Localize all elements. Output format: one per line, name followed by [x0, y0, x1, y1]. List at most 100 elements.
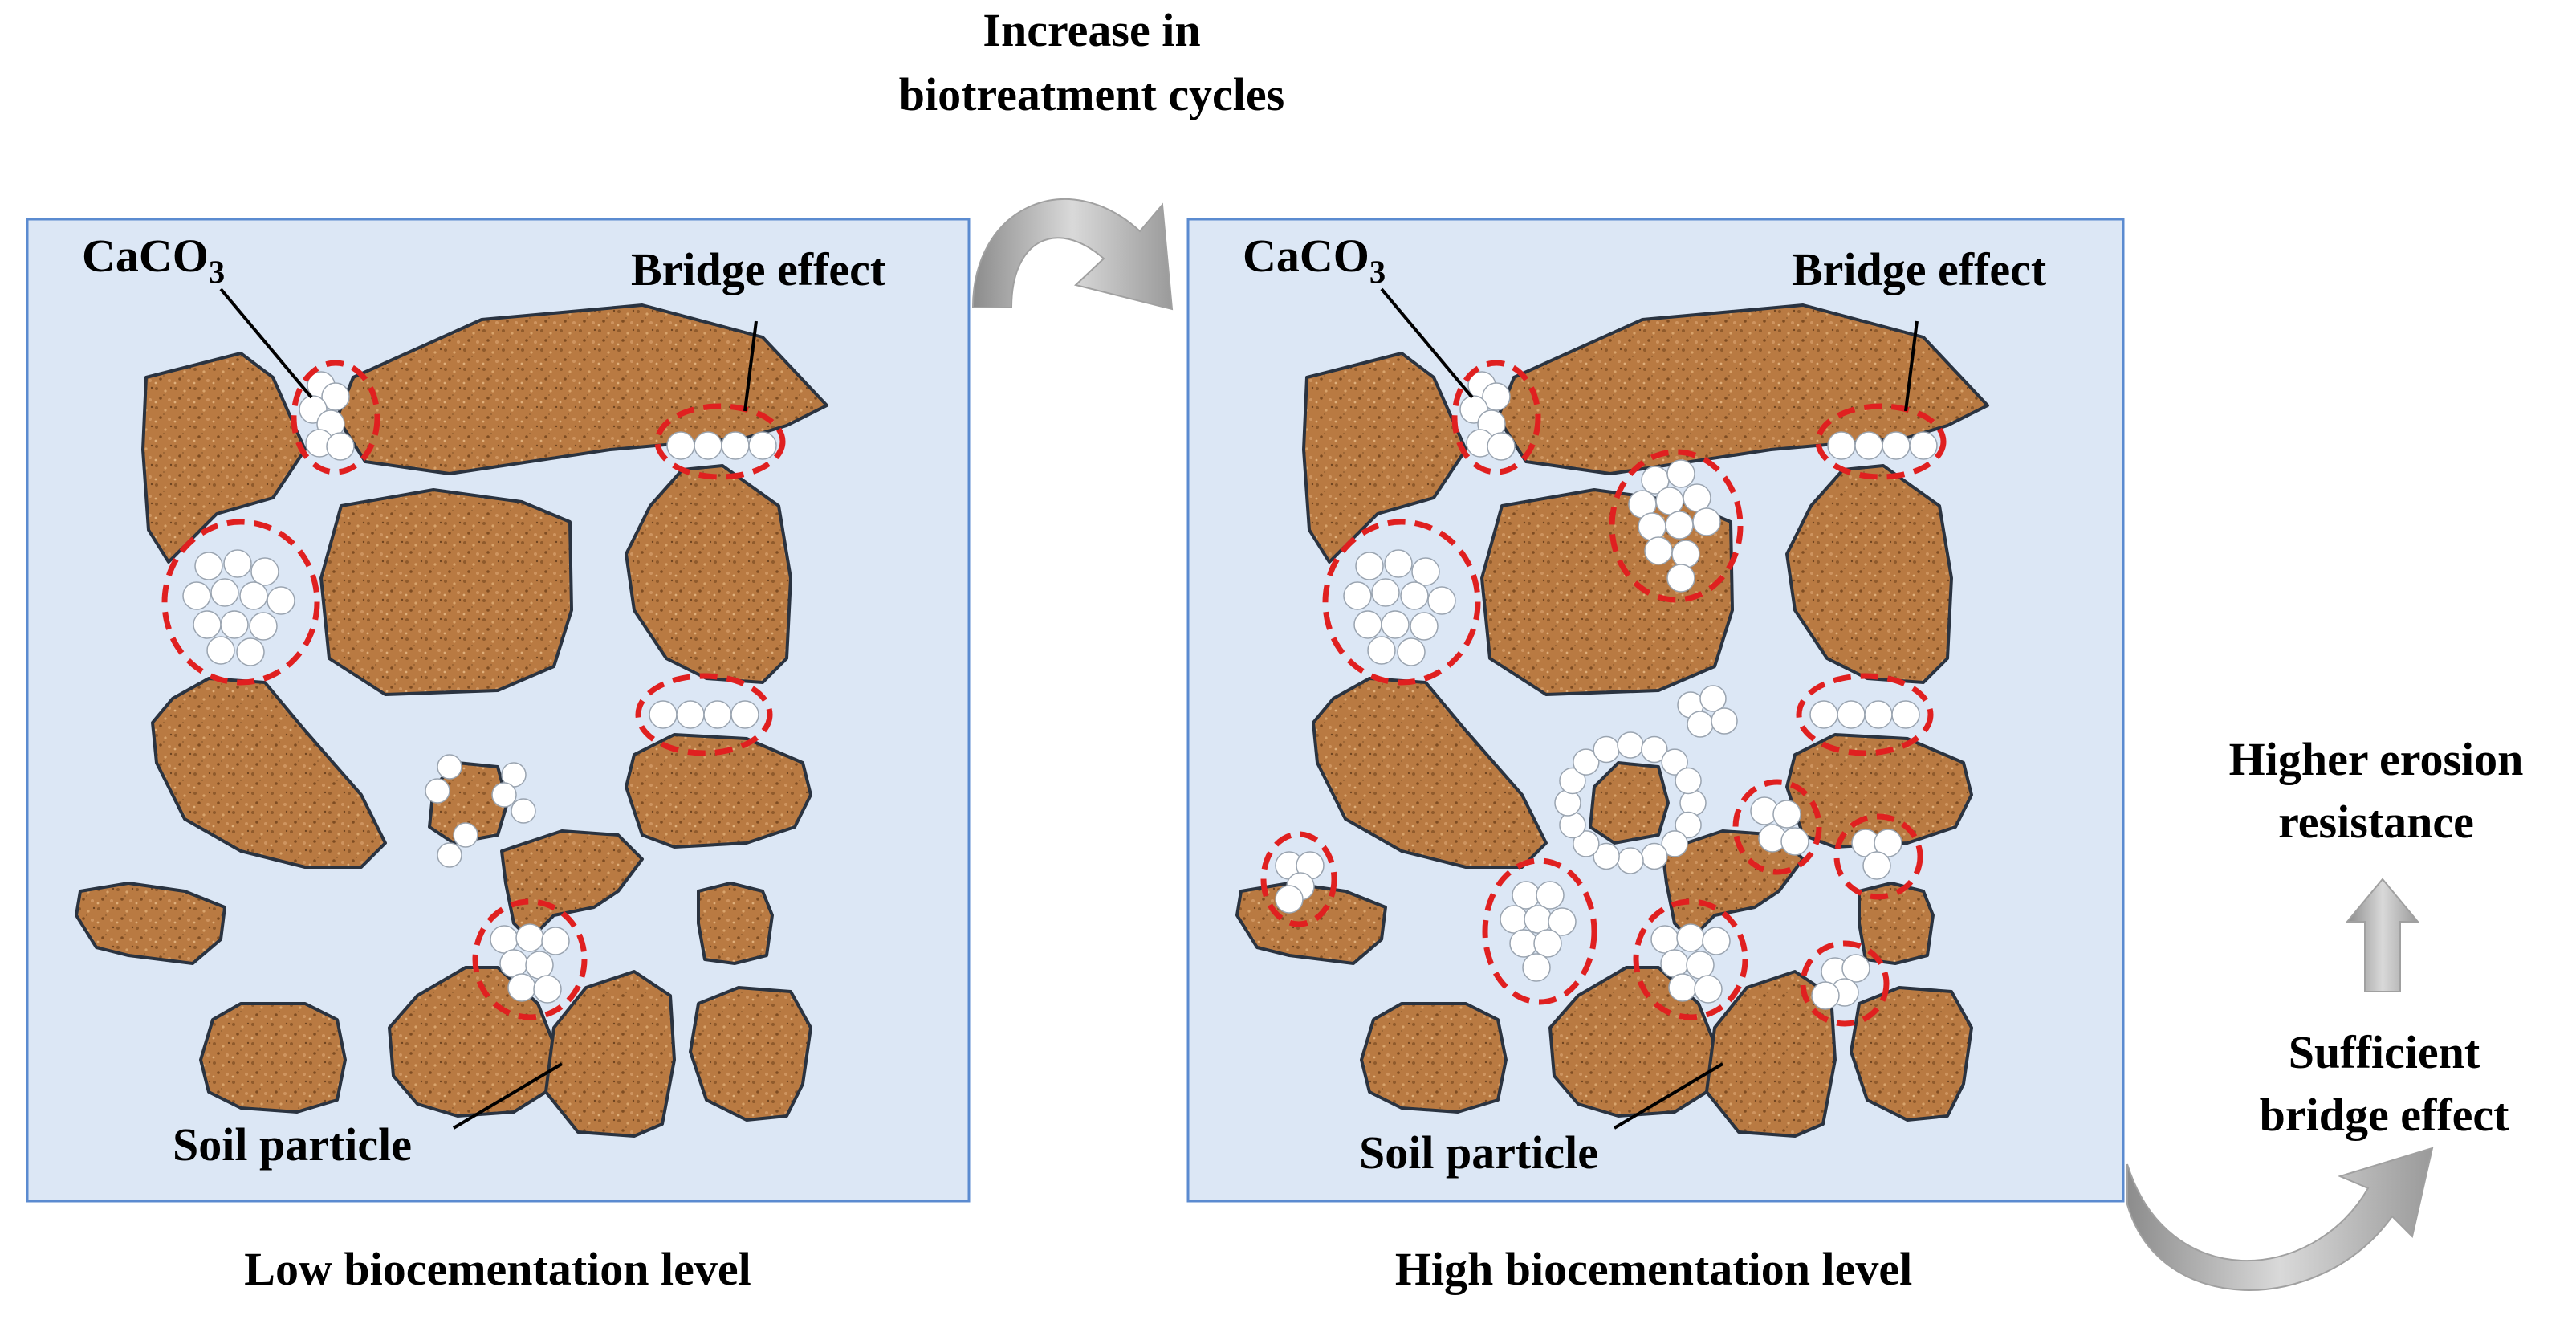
caco3-particle	[1650, 925, 1679, 954]
caco3-particle	[1593, 735, 1620, 764]
caco3-particle	[721, 431, 750, 460]
caco3-particle	[223, 549, 252, 578]
caco3-particle	[236, 637, 265, 666]
leader-line	[743, 320, 758, 412]
caco3-particle	[437, 842, 462, 868]
caco3-particle	[1371, 578, 1400, 607]
caco3-particle	[1367, 636, 1396, 665]
caco3-particle	[1687, 711, 1714, 738]
caco3-particle	[1548, 907, 1577, 936]
caco3-particle	[1891, 700, 1920, 729]
caco3-label: CaCO3	[1243, 230, 1386, 291]
highlight-circle	[1800, 940, 1890, 1027]
caco3-particle	[220, 610, 249, 639]
caco3-particle	[326, 432, 355, 461]
caco3-particle	[206, 636, 235, 665]
highlight-circle	[1260, 831, 1337, 927]
soil-particle	[544, 970, 676, 1138]
highlight-circle	[1482, 857, 1597, 1005]
soil-particle	[1235, 882, 1387, 965]
caco3-particle	[649, 700, 678, 729]
soil-particle	[1850, 986, 1973, 1122]
caco3-particle	[1410, 612, 1439, 641]
soil-particle	[75, 882, 226, 965]
caco3-particle	[1827, 431, 1856, 460]
caco3-particle	[1702, 927, 1731, 955]
caco3-particle	[1671, 540, 1700, 568]
soil-particle	[697, 882, 774, 965]
caco3-particle	[194, 552, 223, 580]
cause-label-line-1: Sufficient	[2288, 1026, 2480, 1078]
caco3-particle	[1676, 923, 1705, 952]
caco3-particle	[1655, 487, 1684, 515]
caco3-particle	[1512, 881, 1540, 910]
caco3-particle	[507, 973, 536, 1002]
caco3-label: CaCO3	[82, 230, 226, 291]
caco3-particle	[730, 700, 759, 729]
caco3-particle	[1665, 511, 1694, 540]
caco3-particle	[1811, 981, 1840, 1010]
caco3-particle	[525, 951, 554, 980]
caco3-particle	[1353, 610, 1382, 639]
caco3-particle	[1683, 483, 1711, 512]
caco3-particle	[1384, 549, 1413, 578]
panel-content-high	[1235, 287, 1989, 1138]
caco3-particle	[541, 927, 570, 955]
caco3-particle	[1668, 973, 1697, 1002]
caco3-particle	[1522, 953, 1551, 982]
highlight-circle	[1796, 673, 1934, 756]
caco3-particle	[1686, 951, 1715, 980]
soil-particle	[1496, 303, 1989, 475]
leader-line	[1613, 1062, 1724, 1130]
caco3-particle	[1617, 847, 1644, 874]
caco3-particle	[1809, 700, 1838, 729]
caco3-particle	[1533, 929, 1562, 958]
up-arrow-icon	[2345, 878, 2420, 992]
soil-particle	[689, 986, 812, 1122]
soil-particle	[625, 464, 792, 684]
caco3-particle	[1660, 949, 1689, 978]
caco3-particle	[1666, 459, 1695, 488]
caco3-particle	[1679, 789, 1707, 817]
caco3-particle	[1500, 905, 1528, 934]
leader-line	[219, 287, 313, 399]
soil-particle	[1302, 352, 1467, 564]
soil-particle	[1589, 761, 1670, 845]
caco3-particle	[491, 782, 517, 808]
curved-arrow-icon	[2126, 1147, 2434, 1291]
highlight-circle	[291, 360, 380, 475]
soil-particle	[500, 829, 644, 941]
caco3-particle	[1854, 431, 1883, 460]
caco3-particle	[676, 700, 705, 729]
caco3-particle	[1343, 581, 1372, 610]
caco3-particle	[1837, 700, 1866, 729]
caco3-particle	[239, 581, 268, 610]
caco3-particle	[249, 612, 278, 641]
caco3-particle	[1381, 610, 1410, 639]
highlight-circle	[1833, 813, 1923, 900]
caco3-particle	[1694, 975, 1723, 1004]
soil-particle	[1858, 882, 1935, 965]
leader-line	[452, 1062, 564, 1130]
caco3-particle	[1641, 842, 1668, 870]
caco3-particle	[515, 923, 544, 952]
highlight-circle	[1633, 898, 1748, 1020]
caco3-particle	[1644, 536, 1673, 565]
caco3-particle	[1400, 581, 1429, 610]
caco3-particle	[1559, 811, 1586, 839]
panel-caption-low: Low biocementation level	[244, 1243, 751, 1295]
caco3-particle	[1559, 767, 1586, 795]
leader-line	[1380, 287, 1474, 399]
caco3-particle	[425, 778, 450, 804]
highlight-circle	[472, 898, 588, 1020]
highlight-circle	[1322, 519, 1481, 686]
title-line-2: biotreatment cycles	[898, 68, 1285, 120]
soil-particle	[151, 677, 387, 869]
caco3-particle	[1411, 557, 1440, 586]
caco3-particle	[1427, 586, 1456, 615]
soil-particle	[199, 1002, 347, 1114]
caco3-particle	[1509, 929, 1538, 958]
caco3-particle	[1675, 811, 1702, 839]
soil-particle	[336, 303, 828, 475]
